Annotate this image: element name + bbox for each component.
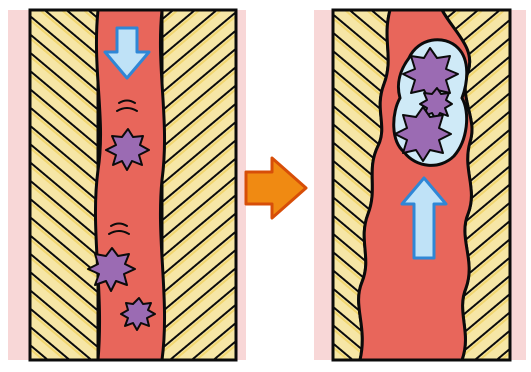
panel-before xyxy=(8,10,246,360)
vessel-wall-left xyxy=(30,10,98,360)
particle-1 xyxy=(106,129,149,170)
vessel-wall-right xyxy=(162,10,236,360)
clot-particle-3 xyxy=(395,107,451,161)
arrow-right-icon xyxy=(246,158,306,218)
panel-after xyxy=(314,10,526,360)
